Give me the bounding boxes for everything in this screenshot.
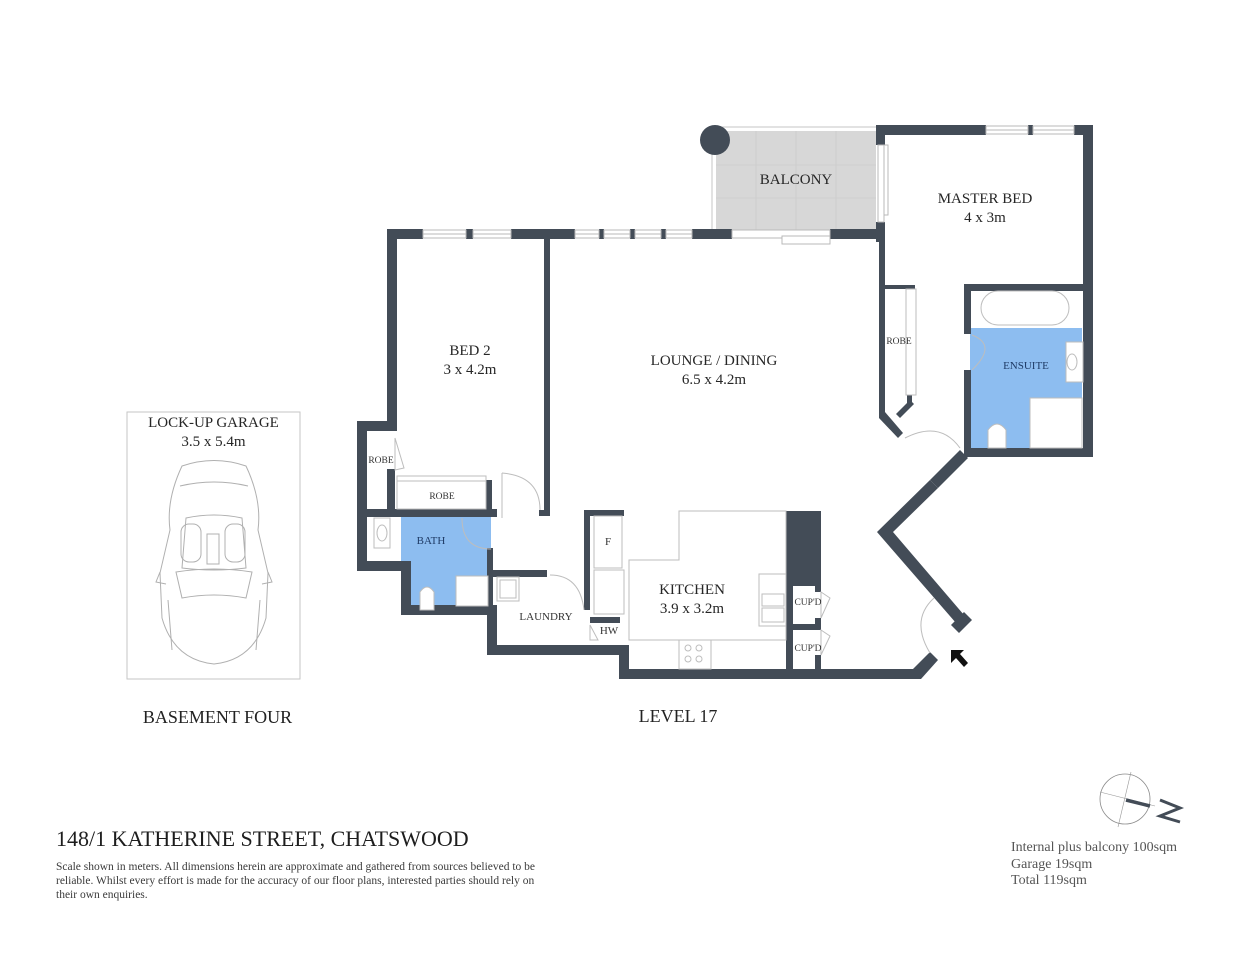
robe-bed2-side-label: ROBE [368,456,394,466]
fridge-icon [593,515,623,569]
windows [422,125,1075,245]
robe-door-master [905,288,917,396]
robe-master-label: ROBE [886,337,912,347]
garage-label: LOCK-UP GARAGE 3.5 x 5.4m [127,414,300,452]
master-bed-name: MASTER BED [937,191,1033,207]
garage-size: 3.5 x 5.4m [181,433,246,450]
balcony-label: BALCONY [759,172,833,188]
disclaimer-text: Scale shown in meters. All dimensions he… [56,861,536,901]
bed2-size: 3 x 4.2m [443,361,497,378]
kitchen-name: KITCHEN [659,582,725,598]
fixtures [373,288,1084,670]
fridge-label: F [604,536,612,548]
toilet-icon [419,586,435,611]
car-topview-icon [155,460,273,665]
entry-arrow-icon [951,650,968,667]
lounge-name: LOUNGE / DINING [650,353,778,369]
hot-water-label: HW [599,625,619,637]
robe-bed2-bottom-label: ROBE [429,492,455,502]
garage-plan [126,411,301,680]
area-total: Total 119sqm [1011,873,1087,889]
master-bed-label: MASTER BED 4 x 3m [900,190,1070,228]
kitchen-label: KITCHEN 3.9 x 3.2m [632,581,752,619]
door-swings [461,334,986,654]
bed2-label: BED 2 3 x 4.2m [400,342,540,380]
cooktop-icon [678,639,712,670]
master-bed-size: 4 x 3m [964,209,1006,226]
walls [357,125,1093,679]
bed2-name: BED 2 [449,343,491,359]
area-garage: Garage 19sqm [1011,856,1093,872]
property-address: 148/1 KATHERINE STREET, CHATSWOOD [56,826,469,851]
ensuite-shower-icon [1029,397,1083,449]
area-summary: Internal plus balcony 100sqm Garage 19sq… [1011,840,1177,890]
balcony-area [700,125,881,236]
cupd-2-label: CUP'D [794,644,822,654]
lounge-size: 6.5 x 4.2m [681,371,747,388]
level-basement-label: BASEMENT FOUR [142,707,293,727]
kitchen-size: 3.9 x 3.2m [659,600,725,617]
shower-icon [455,575,489,607]
bath-label: BATH [416,535,446,547]
bathtub-icon [980,290,1070,326]
north-compass-icon [1099,771,1185,828]
cupd-1-label: CUP'D [794,598,822,608]
garage-name: LOCK-UP GARAGE [148,415,279,431]
laundry-label: LAUNDRY [519,611,573,623]
ensuite-label: ENSUITE [1003,360,1049,372]
level-main-label: LEVEL 17 [638,706,718,726]
column [700,125,730,155]
area-internal: Internal plus balcony 100sqm [1011,840,1178,855]
lounge-label: LOUNGE / DINING 6.5 x 4.2m [614,352,814,390]
